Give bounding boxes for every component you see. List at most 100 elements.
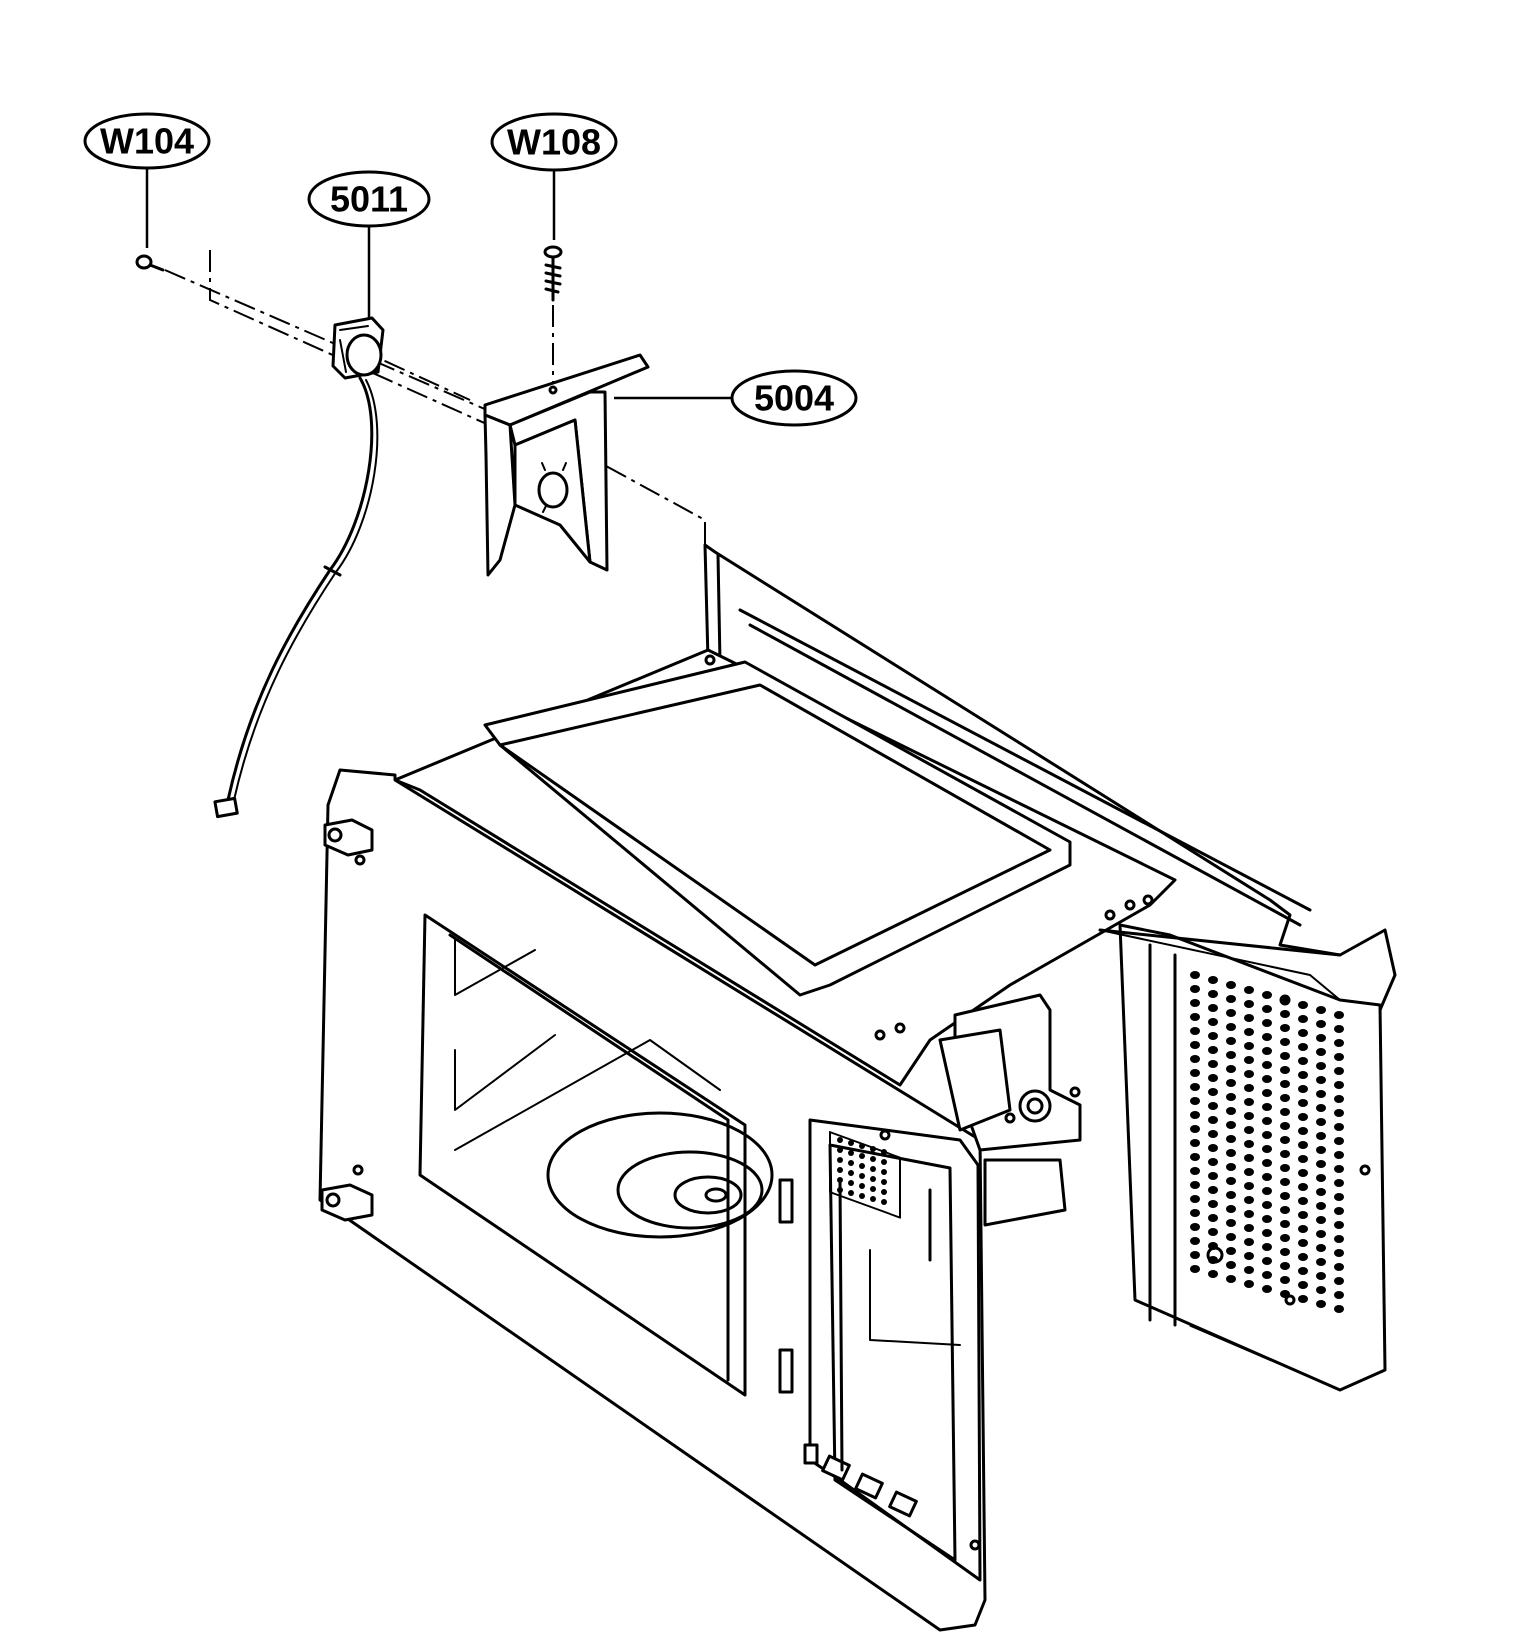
vent-hole-small: [870, 1156, 876, 1162]
vent-hole: [1208, 1130, 1218, 1138]
vent-hole: [1244, 1070, 1254, 1078]
vent-hole: [1316, 1146, 1326, 1154]
vent-hole: [1208, 990, 1218, 998]
vent-hole: [1262, 1159, 1272, 1167]
vent-hole: [1298, 1099, 1308, 1107]
vent-hole: [1334, 1263, 1344, 1271]
frame-screw-holes: [352, 654, 1154, 1551]
vent-hole-small: [837, 1137, 843, 1143]
vent-hole: [1244, 1126, 1254, 1134]
vent-hole: [1208, 1060, 1218, 1068]
vent-hole: [1208, 1032, 1218, 1040]
vent-hole: [1226, 1037, 1236, 1045]
vent-hole: [1244, 1224, 1254, 1232]
vent-hole-small: [837, 1147, 843, 1153]
vent-hole-small: [837, 1157, 843, 1163]
vent-hole: [1262, 1173, 1272, 1181]
vent-hole: [1280, 1136, 1290, 1144]
vent-hole: [1226, 995, 1236, 1003]
vent-hole: [1226, 1261, 1236, 1269]
vent-hole: [1298, 1281, 1308, 1289]
bracket-5004: [483, 353, 650, 577]
vent-hole: [1244, 1112, 1254, 1120]
vent-hole: [1244, 1056, 1254, 1064]
vent-hole: [1190, 1027, 1200, 1035]
vent-hole: [1190, 1041, 1200, 1049]
vent-hole: [1262, 1187, 1272, 1195]
vent-hole: [1226, 981, 1236, 989]
vent-hole: [1334, 1291, 1344, 1299]
callout-5011[interactable]: 5011: [307, 170, 431, 318]
vent-hole: [1244, 1084, 1254, 1092]
vent-hole: [1208, 1158, 1218, 1166]
vent-hole: [1190, 1139, 1200, 1147]
vent-hole: [1190, 985, 1200, 993]
vent-hole: [1298, 1225, 1308, 1233]
vent-hole: [1244, 1042, 1254, 1050]
callout-w108[interactable]: W108: [490, 112, 618, 240]
vent-hole: [1190, 1111, 1200, 1119]
vent-hole: [1334, 1039, 1344, 1047]
callout-5004[interactable]: 5004: [614, 369, 858, 427]
vent-hole: [1298, 1085, 1308, 1093]
vent-hole: [1244, 1266, 1254, 1274]
vent-hole-small: [848, 1170, 854, 1176]
vent-hole-small: [859, 1173, 865, 1179]
vent-hole: [1208, 1144, 1218, 1152]
vent-hole: [1280, 1220, 1290, 1228]
vent-hole: [1226, 1247, 1236, 1255]
vent-hole: [1298, 1127, 1308, 1135]
mounting-tab-top: [323, 818, 374, 857]
vent-hole: [1190, 971, 1200, 979]
vent-hole-small: [859, 1153, 865, 1159]
vent-hole: [1298, 1197, 1308, 1205]
vent-hole: [1226, 1205, 1236, 1213]
vent-hole-small: [859, 1163, 865, 1169]
vent-hole: [1244, 986, 1254, 994]
vent-hole: [1226, 1121, 1236, 1129]
vent-hole: [1316, 1020, 1326, 1028]
vent-hole: [1262, 1285, 1272, 1293]
vent-hole: [1298, 1253, 1308, 1261]
vent-hole-small: [870, 1166, 876, 1172]
vent-hole: [1334, 1025, 1344, 1033]
vent-hole: [1316, 1272, 1326, 1280]
sensor-5011: [213, 316, 385, 819]
vent-hole-small: [848, 1190, 854, 1196]
vent-hole: [1298, 1211, 1308, 1219]
vent-hole: [1262, 1131, 1272, 1139]
vent-hole: [1208, 1256, 1218, 1264]
callout-w104[interactable]: W104: [83, 112, 211, 248]
vent-hole: [1190, 1195, 1200, 1203]
vent-hole-small: [881, 1179, 887, 1185]
vent-hole-small: [859, 1193, 865, 1199]
vent-hole: [1316, 1090, 1326, 1098]
vent-hole: [1226, 1163, 1236, 1171]
vent-hole: [1298, 1071, 1308, 1079]
vent-hole: [1262, 991, 1272, 999]
vent-hole-small: [870, 1196, 876, 1202]
vent-hole: [1208, 1116, 1218, 1124]
vent-hole: [1298, 1183, 1308, 1191]
vent-hole: [1298, 1155, 1308, 1163]
vent-hole: [1298, 1141, 1308, 1149]
vent-hole: [1244, 1168, 1254, 1176]
vent-hole: [1262, 1117, 1272, 1125]
vent-hole: [1262, 1089, 1272, 1097]
vent-hole: [1334, 1123, 1344, 1131]
vent-hole: [1280, 1094, 1290, 1102]
vent-hole: [1280, 1080, 1290, 1088]
vent-hole: [1226, 1093, 1236, 1101]
magnetron: [938, 993, 1082, 1227]
vent-hole: [1190, 1125, 1200, 1133]
vent-hole: [1262, 1061, 1272, 1069]
screw-w104: [135, 254, 165, 272]
vent-hole: [1334, 1067, 1344, 1075]
small-vent-patch: [829, 1131, 901, 1219]
vent-hole: [1226, 1233, 1236, 1241]
vent-hole: [1262, 1215, 1272, 1223]
vent-hole: [1280, 1164, 1290, 1172]
vent-hole: [1334, 1207, 1344, 1215]
screw-w108: [543, 245, 563, 302]
vent-hole: [1280, 1262, 1290, 1270]
